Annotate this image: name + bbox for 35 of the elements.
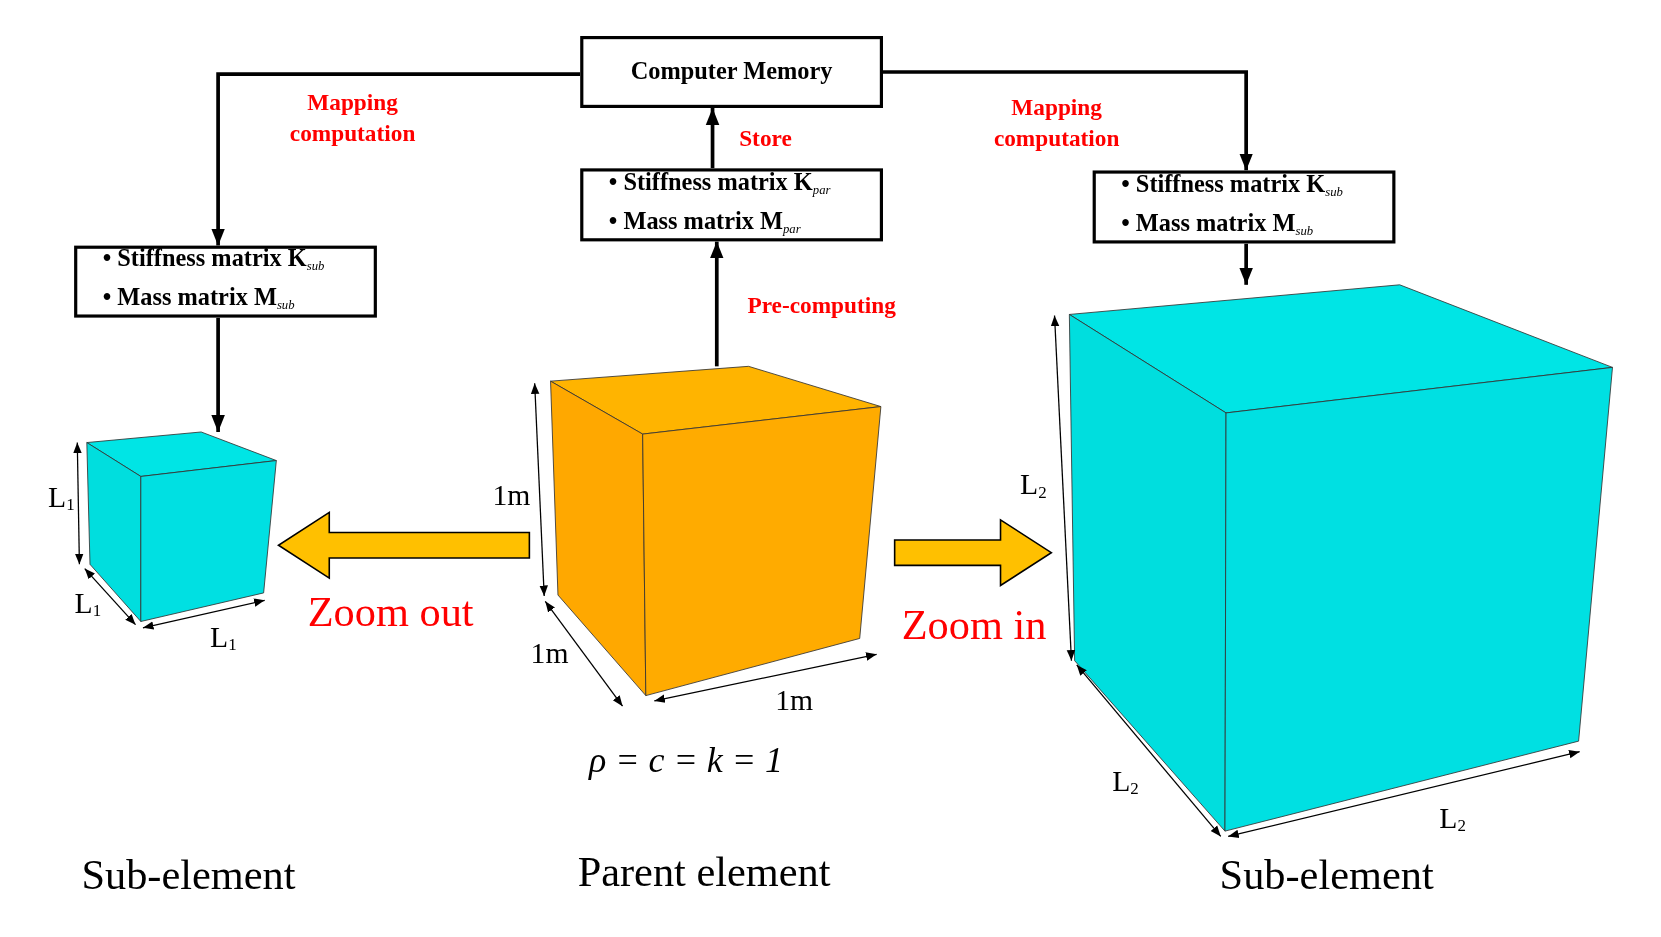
dimension-label: L$_{2}$ bbox=[1439, 801, 1466, 836]
list-item-text: • Mass matrix M$_{sub}$ bbox=[1121, 208, 1314, 240]
caption-text: Parent element bbox=[577, 846, 831, 897]
equation-text: ρ = c = k = 1 bbox=[589, 740, 784, 781]
dimension-label: L$_{2}$ bbox=[1020, 467, 1047, 502]
edge-label: Zoom out bbox=[307, 587, 474, 637]
edge-label: Zoom in bbox=[901, 599, 1047, 650]
cube-drawing bbox=[1068, 284, 1613, 832]
caption-text: Sub-element bbox=[1219, 849, 1434, 900]
process-box bbox=[580, 168, 883, 242]
block-arrow bbox=[277, 511, 531, 580]
arrow bbox=[1239, 243, 1253, 285]
process-box bbox=[74, 245, 377, 318]
process-box bbox=[1092, 170, 1396, 244]
dimension-label: L$_{1}$ bbox=[48, 480, 75, 515]
list-item-text: • Mass matrix M$_{par}$ bbox=[608, 206, 801, 238]
dimension-label: 1m bbox=[775, 683, 813, 718]
list-item-text: • Stiffness matrix K$_{sub}$ bbox=[102, 243, 325, 276]
list-item-text: • Stiffness matrix K$_{sub}$ bbox=[1121, 168, 1343, 201]
dimension-label: L$_{1}$ bbox=[210, 620, 237, 655]
arrow bbox=[883, 70, 1253, 171]
list-item-text: • Stiffness matrix K$_{par}$ bbox=[608, 166, 831, 199]
process-box bbox=[580, 36, 883, 108]
block-arrow bbox=[893, 518, 1053, 587]
arrow bbox=[211, 317, 225, 432]
list-item-text: • Mass matrix M$_{sub}$ bbox=[102, 282, 295, 315]
dimension-label: L$_{2}$ bbox=[1112, 764, 1139, 799]
dimension-label: L$_{1}$ bbox=[74, 586, 102, 621]
dimension-label: 1m bbox=[492, 478, 531, 513]
caption-text: Sub-element bbox=[81, 849, 296, 900]
arrow bbox=[710, 241, 724, 367]
arrow bbox=[705, 108, 720, 169]
box-title: Computer Memory bbox=[629, 58, 834, 86]
arrow bbox=[211, 72, 581, 246]
dimension-label: 1m bbox=[530, 636, 569, 671]
